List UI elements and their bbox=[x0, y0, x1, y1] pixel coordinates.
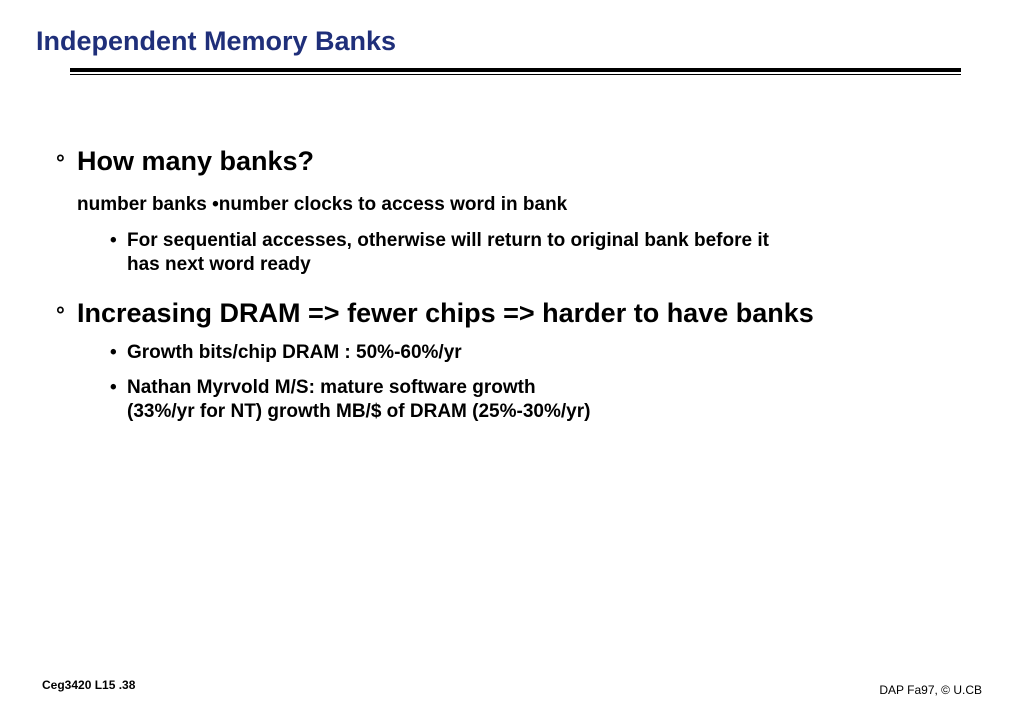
footer-copyright: DAP Fa97, © U.CB bbox=[879, 683, 982, 697]
list-item-line: For sequential accesses, otherwise will … bbox=[127, 230, 769, 251]
title-rule-thick bbox=[70, 68, 961, 72]
list-item-line: Nathan Myrvold M/S: mature software grow… bbox=[127, 377, 536, 398]
section-increasing-dram: ° Increasing DRAM => fewer chips => hard… bbox=[56, 298, 814, 329]
bank-count-formula: number banks •number clocks to access wo… bbox=[77, 194, 568, 215]
degree-bullet: ° bbox=[56, 150, 65, 175]
section-heading: Increasing DRAM => fewer chips => harder… bbox=[77, 298, 814, 328]
degree-bullet: ° bbox=[56, 302, 65, 327]
title-rule-thin bbox=[70, 74, 961, 75]
dot-bullet: • bbox=[110, 342, 117, 363]
dot-bullet: • bbox=[110, 377, 117, 398]
list-item-sequential-accesses: • For sequential accesses, otherwise wil… bbox=[110, 229, 769, 277]
list-item-text: Growth bits/chip DRAM : 50%-60%/yr bbox=[127, 341, 462, 365]
dot-bullet: • bbox=[110, 230, 117, 251]
list-item-myrvold: • Nathan Myrvold M/S: mature software gr… bbox=[110, 376, 590, 424]
list-item-line: (33%/yr for NT) growth MB/$ of DRAM (25%… bbox=[127, 401, 591, 422]
list-item-text: For sequential accesses, otherwise will … bbox=[127, 229, 769, 277]
footer-slide-id: Ceg3420 L15 .38 bbox=[42, 678, 136, 692]
list-item-text: Nathan Myrvold M/S: mature software grow… bbox=[127, 376, 590, 424]
section-how-many-banks: ° How many banks? bbox=[56, 146, 314, 177]
slide-title: Independent Memory Banks bbox=[36, 26, 397, 56]
list-item-line: Growth bits/chip DRAM : 50%-60%/yr bbox=[127, 342, 462, 363]
list-item-line: has next word ready bbox=[127, 254, 311, 275]
section-heading: How many banks? bbox=[77, 146, 315, 176]
list-item-growth-bits: • Growth bits/chip DRAM : 50%-60%/yr bbox=[110, 341, 462, 365]
